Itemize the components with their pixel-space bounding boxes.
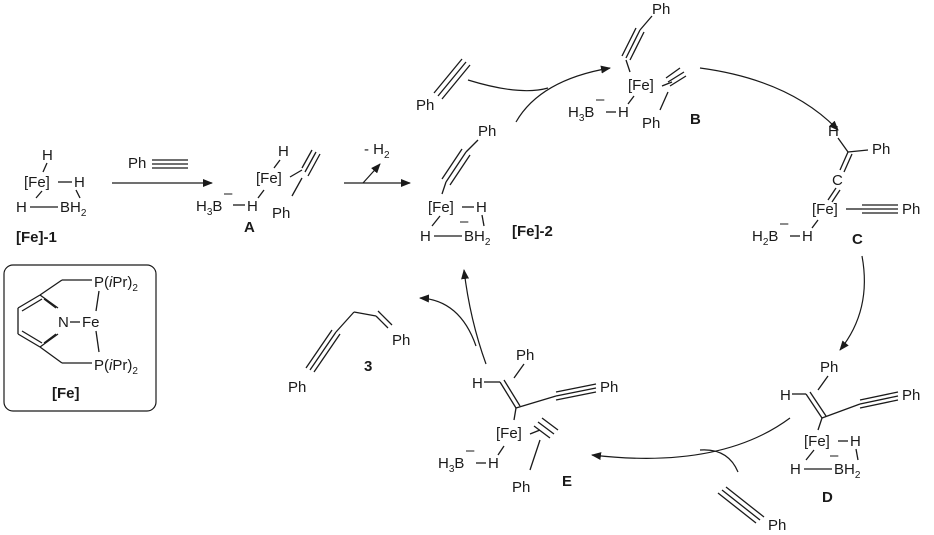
fe-center: [Fe]	[256, 170, 282, 187]
h3b-group: H3B	[438, 455, 464, 475]
bh2-group: BH2	[834, 461, 861, 481]
species-label: E	[562, 473, 572, 490]
reagent-alkyne-top: Ph	[416, 58, 471, 114]
product-label: 3	[364, 358, 372, 375]
h-atom: H	[790, 461, 801, 478]
minus-charge: –	[466, 442, 475, 459]
species-b: Ph [Fe] Ph H3B – H B	[568, 1, 701, 132]
h-atom: H	[278, 143, 289, 160]
species-fe-2: Ph [Fe] H H BH2 – [Fe]-2	[420, 123, 553, 248]
h-atom: H	[16, 199, 27, 216]
fe-box-label: [Fe]	[52, 385, 80, 402]
h3b-group: H3B	[196, 198, 222, 218]
ph-group: Ph	[272, 205, 290, 222]
h2-loss-arrow: - H2	[344, 141, 411, 187]
minus-charge: –	[780, 215, 789, 232]
species-c: H Ph C [Fe] Ph H2B – H C	[752, 123, 920, 248]
h-atom: H	[850, 433, 861, 450]
reagent-ph: Ph	[128, 155, 146, 172]
h-atom: H	[476, 199, 487, 216]
bh2-group: BH2	[464, 228, 491, 248]
ph-group: Ph	[288, 379, 306, 396]
ph-group: Ph	[902, 201, 920, 218]
reagent-alkyne-bottom: Ph	[717, 486, 786, 534]
product-3: Ph Ph 3	[288, 310, 410, 396]
ph-group: Ph	[512, 479, 530, 496]
h-atom: H	[802, 228, 813, 245]
fe-center: [Fe]	[428, 199, 454, 216]
species-label: B	[690, 111, 701, 128]
minus-charge: –	[830, 447, 839, 464]
ph-group: Ph	[902, 387, 920, 404]
bh2-group: BH2	[60, 199, 87, 219]
ph-group: Ph	[652, 1, 670, 18]
minus-charge: –	[460, 213, 469, 230]
h-atom: H	[472, 375, 483, 392]
ph-group: Ph	[478, 123, 496, 140]
fe-center: [Fe]	[628, 77, 654, 94]
reagent-arrow-1: Ph	[112, 155, 213, 187]
species-label: [Fe]-2	[512, 223, 553, 240]
species-fe-1: H [Fe] H H BH2 [Fe]-1	[16, 147, 87, 246]
ph-group: Ph	[872, 141, 890, 158]
species-label: C	[852, 231, 863, 248]
species-label: A	[244, 219, 255, 236]
phosphine-top: P(iPr)2	[94, 274, 138, 294]
phosphine-bottom: P(iPr)2	[94, 357, 138, 377]
h3b-group: H3B	[568, 104, 594, 124]
h-atom: H	[618, 104, 629, 121]
species-e: Ph H Ph [Fe] Ph H3B – H E	[438, 347, 618, 496]
h-atom: H	[780, 387, 791, 404]
ph-group: Ph	[516, 347, 534, 364]
minus-h2: - H2	[364, 141, 390, 161]
minus-charge: –	[596, 91, 605, 108]
h-atom: H	[828, 123, 839, 140]
fe-center: [Fe]	[496, 425, 522, 442]
n-atom: N	[58, 314, 69, 331]
minus-charge: –	[224, 185, 233, 202]
h-atom: H	[420, 228, 431, 245]
ph-group: Ph	[820, 359, 838, 376]
fe-complex-box: N P(iPr)2 P(iPr)2 Fe [Fe]	[3, 264, 157, 412]
fe-center: [Fe]	[804, 433, 830, 450]
h-atom: H	[74, 174, 85, 191]
species-label: [Fe]-1	[16, 229, 57, 246]
species-label: D	[822, 489, 833, 506]
central-carbon: C	[832, 172, 843, 189]
h-atom: H	[488, 455, 499, 472]
fe-atom: Fe	[82, 314, 100, 331]
ph-group: Ph	[392, 332, 410, 349]
fe-center: [Fe]	[812, 201, 838, 218]
reagent-ph: Ph	[416, 97, 434, 114]
species-a: H [Fe] Ph H3B – H A	[196, 143, 321, 236]
h-atom: H	[247, 198, 258, 215]
h2b-group: H2B	[752, 228, 778, 248]
reagent-ph: Ph	[768, 517, 786, 534]
species-d: Ph H Ph [Fe] H H BH2 – D	[780, 359, 920, 506]
ph-group: Ph	[600, 379, 618, 396]
ph-group: Ph	[642, 115, 660, 132]
fe-center: [Fe]	[24, 174, 50, 191]
h-atom: H	[42, 147, 53, 164]
